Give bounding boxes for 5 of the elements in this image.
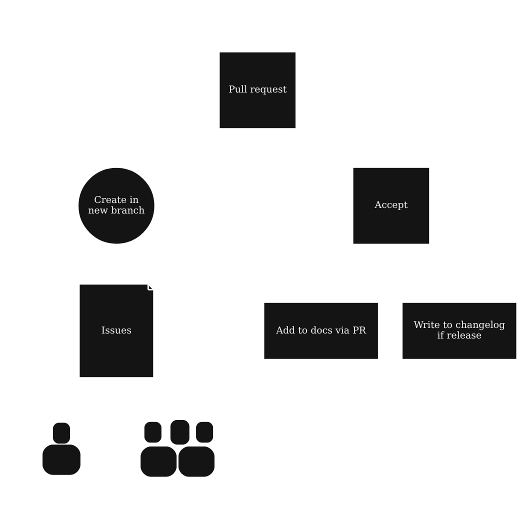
node-box: Pull request — [220, 52, 296, 128]
node-circle: Create in new branch — [78, 168, 154, 244]
node-box: Add to docs via PR — [264, 302, 378, 359]
node-box: Accept — [353, 168, 430, 244]
node-box: Write to changelog if release — [402, 302, 516, 359]
